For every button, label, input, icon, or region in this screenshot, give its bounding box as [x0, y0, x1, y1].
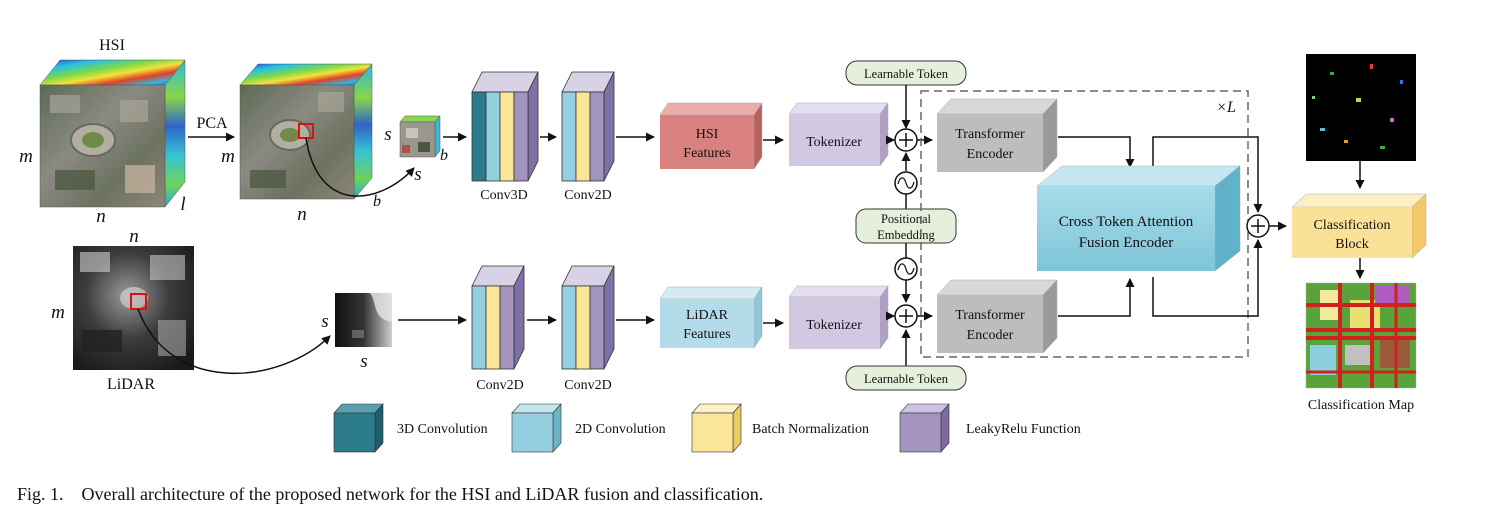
- hsi-patch-extract-arrow: [305, 137, 415, 197]
- learnable-token-top: Learnable Token: [845, 60, 967, 86]
- lidar-dim-m: m: [51, 302, 65, 323]
- conv3d-label: Conv3D: [480, 188, 527, 203]
- legend-label-batch-normalization: Batch Normalization: [752, 422, 869, 437]
- conv2d-block-bottom-1: Conv2D: [471, 265, 525, 393]
- transformer-bottom-line2: Encoder: [967, 328, 1014, 343]
- lidar-image: LiDAR m n: [51, 226, 194, 393]
- learnable-token-bottom-label: Learnable Token: [864, 372, 949, 386]
- classification-block: Classification Block: [1291, 193, 1427, 259]
- add-node-output: [1246, 214, 1270, 238]
- hsi-cube: HSI m n l: [19, 37, 186, 227]
- figure-caption: Fig. 1. Overall architecture of the prop…: [17, 484, 763, 504]
- legend-label-3d-convolution: 3D Convolution: [397, 422, 488, 437]
- transformer-bottom-line1: Transformer: [955, 308, 1025, 323]
- tokenizer-top-label: Tokenizer: [806, 135, 862, 150]
- repeat-label: ×L: [1216, 99, 1236, 116]
- hsi-patch-cube: s s b: [384, 115, 448, 185]
- legend-label-2d-convolution: 2D Convolution: [575, 422, 666, 437]
- hsi-patch-s-bottom: s: [414, 164, 421, 185]
- conv2d-block-top: Conv2D: [561, 71, 615, 203]
- pca-cube: m n b: [221, 63, 381, 225]
- arrow-encoder-top-to-fusion: [1058, 136, 1135, 168]
- learnable-token-bottom: Learnable Token: [845, 365, 967, 391]
- classification-map: [1305, 282, 1417, 389]
- pca-dim-b: b: [373, 193, 381, 210]
- positional-line2: Embedding: [877, 228, 935, 242]
- arrow-encoder-bottom-to-fusion: [1058, 278, 1135, 317]
- fusion-out-top: [1152, 136, 1263, 213]
- classification-line2: Block: [1335, 237, 1368, 252]
- legend-item-batch-normalization: Batch Normalization: [691, 403, 869, 453]
- conv3d-block: Conv3D: [471, 71, 539, 203]
- classification-map-label: Classification Map: [1308, 398, 1414, 413]
- conv2d-bottom2-label: Conv2D: [564, 378, 611, 393]
- hsi-dim-m: m: [19, 146, 33, 167]
- hsi-dim-n: n: [96, 206, 106, 227]
- transformer-encoder-bottom: Transformer Encoder: [936, 279, 1058, 354]
- hsi-dim-l: l: [180, 194, 185, 215]
- hsi-features-line1: HSI: [696, 127, 719, 142]
- lidar-patch-s-bottom: s: [360, 351, 367, 372]
- transformer-top-line1: Transformer: [955, 127, 1025, 142]
- cross-token-fusion-encoder: Cross Token Attention Fusion Encoder: [1036, 165, 1241, 272]
- pca-label: PCA: [196, 115, 228, 132]
- tokenizer-bottom: Tokenizer: [788, 285, 889, 350]
- sparse-label-map: [1306, 54, 1416, 161]
- tokenizer-bottom-label: Tokenizer: [806, 318, 862, 333]
- conv2d-top-label: Conv2D: [564, 188, 611, 203]
- classification-line1: Classification: [1314, 218, 1391, 233]
- pca-dim-n: n: [297, 204, 307, 225]
- fusion-line2: Fusion Encoder: [1079, 235, 1174, 251]
- lidar-title: LiDAR: [107, 376, 155, 393]
- pca-dim-m: m: [221, 146, 235, 167]
- conv2d-bottom1-label: Conv2D: [476, 378, 523, 393]
- tokenizer-top: Tokenizer: [788, 102, 889, 167]
- fusion-out-bottom: [1152, 239, 1263, 317]
- legend: 3D Convolution 2D Convolution Batch Norm…: [333, 403, 1081, 453]
- lidar-patch-extract-arrow: [137, 308, 331, 375]
- legend-item-leakyrelu: LeakyRelu Function: [899, 403, 1081, 453]
- lidar-features-box: LiDAR Features: [659, 286, 763, 349]
- lidar-patch: s s: [321, 293, 392, 372]
- lidar-dim-n: n: [129, 226, 139, 247]
- learnable-token-top-label: Learnable Token: [864, 67, 949, 81]
- transformer-top-line2: Encoder: [967, 147, 1014, 162]
- transformer-encoder-top: Transformer Encoder: [936, 98, 1058, 173]
- hsi-patch-b: b: [440, 147, 448, 164]
- add-node-bottom: [894, 304, 918, 328]
- positional-embedding: Positional Embedding: [855, 152, 957, 303]
- lidar-patch-s-left: s: [321, 311, 328, 332]
- hsi-features-line2: Features: [683, 146, 730, 161]
- hsi-title: HSI: [99, 37, 125, 54]
- lidar-features-line1: LiDAR: [686, 308, 729, 323]
- legend-label-leakyrelu: LeakyRelu Function: [966, 422, 1081, 437]
- hsi-patch-s-left: s: [384, 124, 391, 145]
- hsi-features-box: HSI Features: [659, 102, 763, 170]
- legend-item-2d-convolution: 2D Convolution: [511, 403, 666, 453]
- lidar-features-line2: Features: [683, 327, 730, 342]
- fusion-line1: Cross Token Attention: [1059, 214, 1194, 230]
- add-node-top: [894, 128, 918, 152]
- conv2d-block-bottom-2: Conv2D: [561, 265, 615, 393]
- legend-item-3d-convolution: 3D Convolution: [333, 403, 488, 453]
- positional-line1: Positional: [881, 212, 932, 226]
